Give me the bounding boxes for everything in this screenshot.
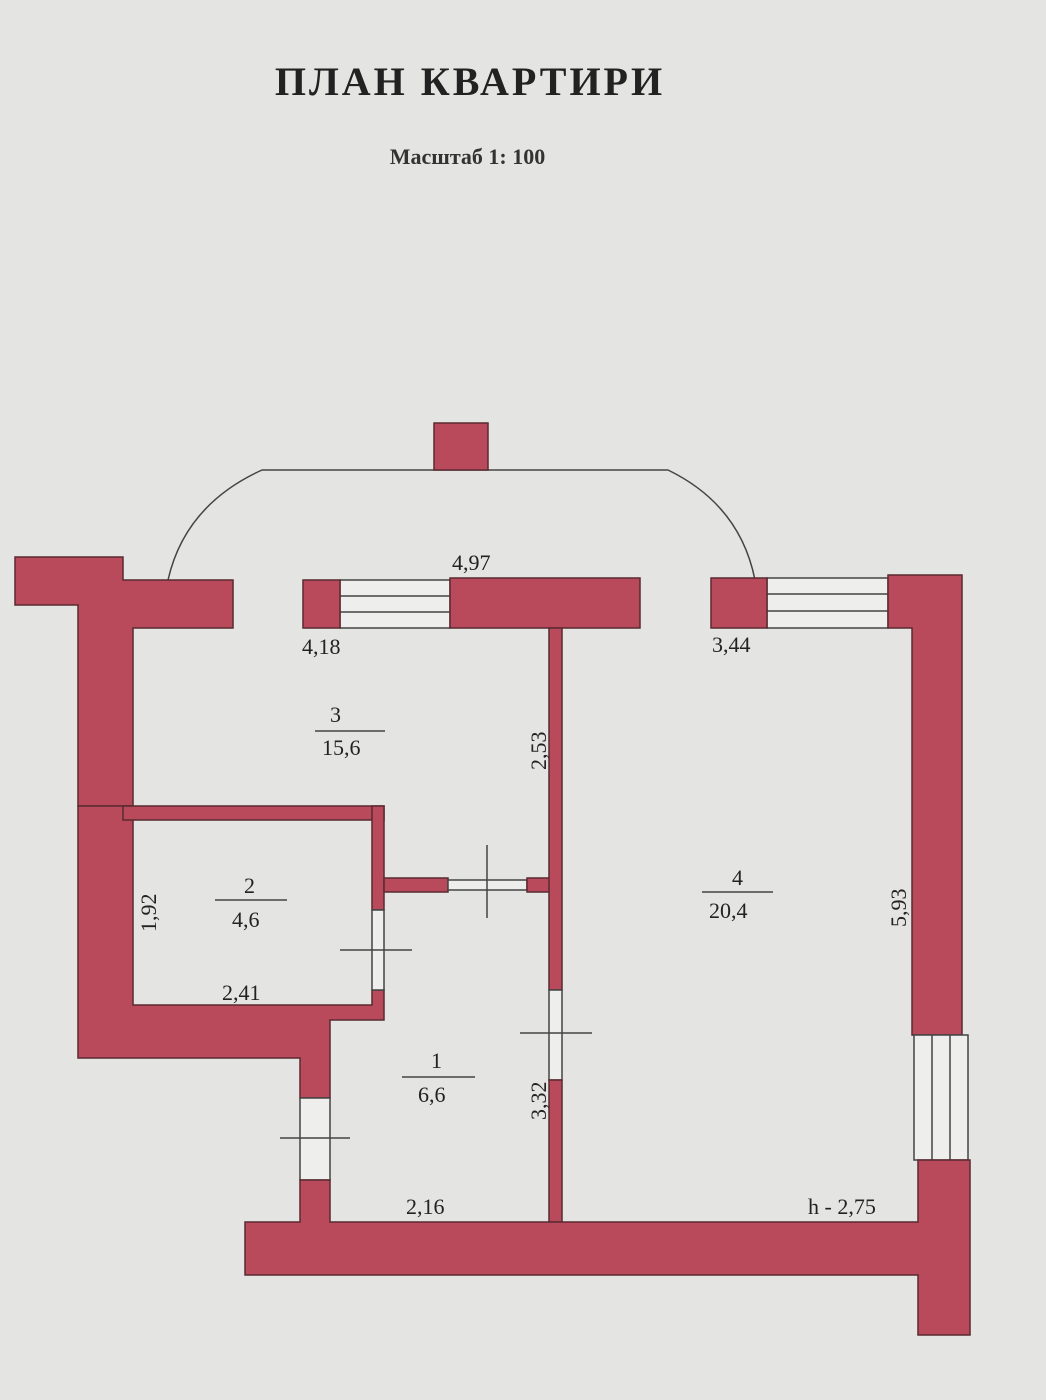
- dim-balcony: 4,97: [452, 550, 491, 575]
- dim-room1-width: 2,16: [406, 1194, 445, 1219]
- wall-top-middle: [449, 577, 641, 629]
- dim-room3-width: 4,18: [302, 634, 341, 659]
- wall-room2-top: [122, 805, 385, 821]
- dim-room4-depth: 5,93: [886, 889, 911, 928]
- entrance-door[interactable]: [299, 1097, 331, 1181]
- room4-number: 4: [732, 865, 743, 890]
- dim-room4-width: 3,44: [712, 632, 751, 657]
- wall-left: [77, 805, 385, 1099]
- dim-room2-width: 2,41: [222, 980, 261, 1005]
- window-room3[interactable]: [339, 579, 451, 629]
- partition-upper: [383, 877, 449, 893]
- window-room4[interactable]: [766, 577, 889, 629]
- plan-scale: Масштаб 1: 100: [389, 144, 546, 169]
- door-room4[interactable]: [548, 989, 563, 1081]
- wall-pier-right: [710, 577, 768, 629]
- dim-room3-depth: 2,53: [526, 732, 551, 771]
- plan-title: ПЛАН КВАРТИРИ: [274, 59, 666, 104]
- wall-bottom: [244, 1159, 971, 1336]
- chimney-block: [433, 422, 489, 471]
- wall-room2-right: [371, 805, 385, 911]
- room4-area: 20,4: [709, 898, 748, 923]
- wall-top-left: [14, 556, 234, 807]
- room3-number: 3: [330, 702, 341, 727]
- wall-room3-room4: [548, 627, 563, 991]
- window-room4-side[interactable]: [913, 1034, 969, 1161]
- room3-area: 15,6: [322, 735, 361, 760]
- room1-number: 1: [431, 1048, 442, 1073]
- ceiling-height: h - 2,75: [808, 1194, 876, 1219]
- dim-room2-height: 1,92: [136, 894, 161, 933]
- room2-area: 4,6: [232, 907, 260, 932]
- room1-area: 6,6: [418, 1082, 446, 1107]
- room2-number: 2: [244, 873, 255, 898]
- dim-room1-depth: 3,32: [526, 1082, 551, 1121]
- wall-pier: [302, 579, 341, 629]
- wall-right-top: [887, 574, 963, 1036]
